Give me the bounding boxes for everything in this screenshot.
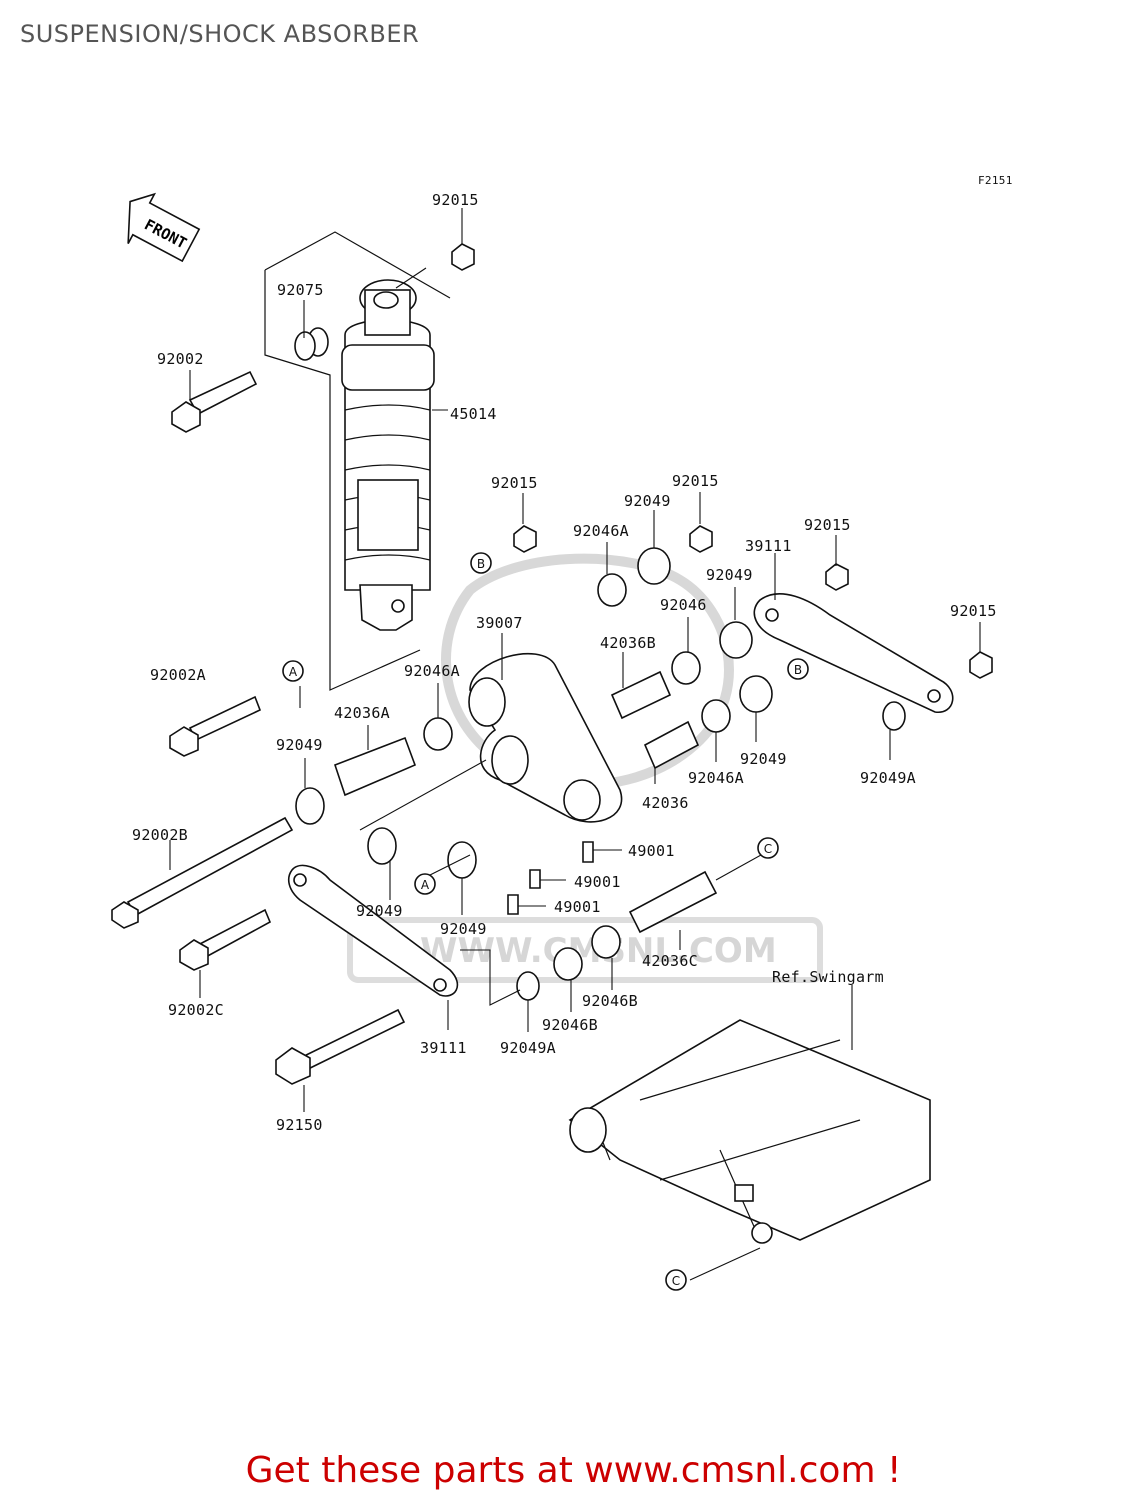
svg-text:A: A [289,665,298,679]
sleeve-42036A [333,736,417,797]
sleeve-42036 [643,720,700,770]
leader-lines [169,208,981,1281]
seal-92049-left [295,787,325,825]
connector-C-2 [665,1269,687,1291]
seal-92049-upper [637,547,671,585]
tie-rod-39111-right [753,592,954,713]
part-label: 42036C [642,952,698,970]
part-label: 42036A [334,704,390,722]
part-label: 42036B [600,634,656,652]
grease-nipple-49001-c [507,894,519,915]
part-label: 49001 [574,873,621,891]
part-label: 45014 [450,405,497,423]
promo-link[interactable]: Get these parts at www.cmsnl.com ! [245,1450,902,1491]
part-label: 92002B [132,826,188,844]
sleeve-42036C [628,870,718,934]
part-label: 92015 [672,472,719,490]
svg-text:B: B [477,557,485,571]
part-label: 49001 [554,898,601,916]
nut-92015-b [513,525,537,553]
part-label: 92015 [804,516,851,534]
rocker-arm-39007 [468,652,623,823]
part-label: 92046B [582,992,638,1010]
part-label: 92002 [157,350,204,368]
part-label: 92049 [740,750,787,768]
connector-B-1 [470,552,492,574]
seal-92049-right [719,621,753,659]
nut-92015 [451,243,475,271]
nut-92015-d [825,563,849,591]
part-label: 92049 [356,902,403,920]
part-label: 92015 [432,191,479,209]
connector-A-2 [414,873,436,895]
part-label: 92015 [950,602,997,620]
front-arrow-icon: FRONT [127,192,201,263]
shock-absorber [341,279,435,631]
svg-text:A: A [421,878,430,892]
bolt-92002 [171,370,258,433]
part-label: 92049 [276,736,323,754]
part-label: 92002C [168,1001,224,1019]
part-label: 92046B [542,1016,598,1034]
part-label: 92046A [573,522,629,540]
page-title: SUSPENSION/SHOCK ABSORBER [20,20,420,48]
part-label: 49001 [628,842,675,860]
connector-A-1 [282,660,304,682]
seal-92049-b [739,675,773,713]
bolt-92150 [275,1008,406,1085]
bearing-92046A-upper [597,573,627,607]
part-label: 92002A [150,666,206,684]
collar-92049A-right [882,701,906,731]
swingarm [568,1019,931,1244]
bearing-92046A-right [701,699,731,733]
collar-92075 [294,327,329,361]
bearing-92046B-a [591,925,621,959]
part-label: 39111 [745,537,792,555]
part-label: 92049A [500,1039,556,1057]
part-label: 92046 [660,596,707,614]
tie-rod-39111-left [287,864,459,997]
part-label: 92075 [277,281,324,299]
part-label: 42036 [642,794,689,812]
bolt-92002C [179,908,272,971]
bearing-92046B-b [553,947,583,981]
seal-92049-mid1 [367,827,397,865]
collar-92049A-left [516,971,540,1001]
bolt-92002B [111,816,294,929]
grease-nipple-49001-b [529,869,541,889]
part-label: 39111 [420,1039,467,1057]
figure-code: F2151 [978,174,1013,187]
svg-text:B: B [794,663,802,677]
connector-B-2 [787,658,809,680]
bearing-92046A-left [423,717,453,751]
svg-text:C: C [672,1274,680,1288]
part-label: 92049 [440,920,487,938]
grease-nipple-49001-a [582,841,594,863]
bolt-92002A [169,695,262,757]
seal-92049-mid2 [447,841,477,879]
svg-text:C: C [764,842,772,856]
bracket-line [264,231,451,691]
nut-92015-c [689,525,713,553]
reference-label: Ref.Swingarm [772,968,884,986]
nut-92015-e [969,651,993,679]
part-label: 92046A [404,662,460,680]
bearing-92046 [671,651,701,685]
part-label: 92046A [688,769,744,787]
part-label: 92049 [624,492,671,510]
part-label: 92015 [491,474,538,492]
connector-C-1 [757,837,779,859]
part-label: 92049A [860,769,916,787]
part-label: 92150 [276,1116,323,1134]
part-label: 39007 [476,614,523,632]
part-label: 92049 [706,566,753,584]
sleeve-42036B [610,670,672,720]
